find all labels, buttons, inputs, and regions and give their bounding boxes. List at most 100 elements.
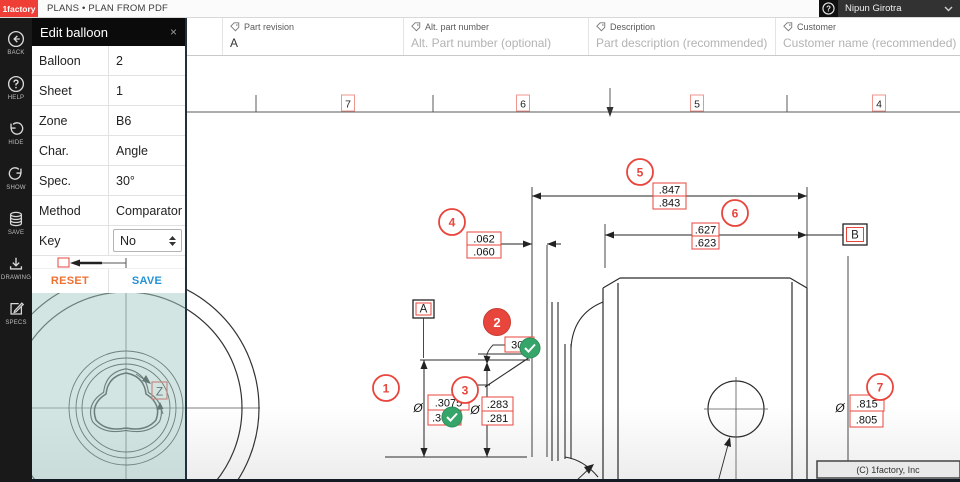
balloon-5 [626,158,654,186]
breadcrumb[interactable]: PLANS • PLAN FROM PDF [47,3,169,14]
key-select[interactable]: No [113,229,182,252]
customer-input[interactable]: Customer name (recommended) [783,36,957,50]
field-row-sheet: Sheet 1 [32,76,185,106]
question-circle-icon: ? [822,2,835,15]
dim-upper: .815 [856,399,877,411]
dim-lower: .623 [695,238,716,250]
chevron-down-icon [944,6,953,11]
field-alt-part-number[interactable]: Alt. part number Alt. Part number (optio… [403,18,588,55]
balloon-6-number[interactable]: 6 [732,207,739,221]
balloon-4-number[interactable]: 4 [449,216,456,230]
user-menu[interactable]: Nipun Girotra [838,0,960,17]
balloon-1-number[interactable]: 1 [383,382,390,396]
dimension-5[interactable]: .847 .843 5 [532,158,808,288]
zone-ruler [187,88,960,113]
zone-label[interactable]: 6 [520,99,526,111]
field-label: Zone [32,106,109,135]
diameter-symbol: Ø [469,403,480,417]
balloon-3 [451,376,479,404]
zone-labels[interactable]: 7 6 5 4 [341,94,886,112]
check-badge-icon [519,337,541,359]
panel-buttons: RESET SAVE [32,268,185,293]
sidebar-item-label: DRAWING [0,275,32,281]
spec-field[interactable]: 30° [116,173,135,188]
balloon-3-number[interactable]: 3 [462,384,469,398]
redo-arrow-icon [8,167,22,180]
zone-label[interactable]: 5 [694,99,700,111]
user-name: Nipun Girotra [845,3,902,14]
field-customer[interactable]: Customer Customer name (recommended) [775,18,959,55]
zone-highlight-overlay [32,293,187,482]
sidebar-item-show[interactable]: SHOW [6,165,26,210]
dim-upper: .627 [695,225,716,237]
sidebar-item-help[interactable]: HELP [7,75,25,120]
field-part-revision[interactable]: Part revision A [222,18,403,55]
svg-text:?: ? [826,4,831,13]
form-spacer [186,18,222,55]
zone-field[interactable]: B6 [116,113,132,128]
balloon-2-number[interactable]: 2 [493,315,500,330]
dimension-4[interactable]: .062 .060 4 [438,208,561,259]
field-label: Char. [32,136,109,165]
tag-icon [596,22,606,32]
plan-header-form: Part revision A Alt. part number Alt. Pa… [186,18,960,56]
description-input[interactable]: Part description (recommended) [596,36,768,50]
dimension-1[interactable]: A Ø .3075 .30 1 [372,299,470,457]
top-bar: 1factory PLANS • PLAN FROM PDF ? Nipun G… [0,0,960,18]
part-revision-value[interactable]: A [230,36,239,50]
field-row-char: Char. Angle [32,136,185,166]
dimension-2[interactable]: 30° 2 [483,308,541,365]
dimension-3[interactable]: Ø .283 .281 3 [451,362,514,457]
ruler-arrow-icon [606,107,614,117]
panel-right-edge [185,18,187,479]
sidebar-item-save[interactable]: SAVE [7,210,25,255]
sidebar: BACK HELP HIDE SHOW SAVE [0,18,32,482]
sidebar-item-specs[interactable]: SPECS [5,300,26,345]
help-button[interactable]: ? [819,0,838,17]
close-icon[interactable]: × [169,25,177,39]
balloon-6 [721,199,749,227]
reset-button[interactable]: RESET [32,269,109,293]
alt-part-number-input[interactable]: Alt. Part number (optional) [411,36,552,50]
balloon-7-number[interactable]: 7 [877,381,884,395]
balloon-7 [866,373,894,401]
field-label: Sheet [32,76,109,105]
back-circle-icon [7,30,25,48]
field-label: Description [610,22,656,32]
sidebar-item-drawing[interactable]: DRAWING [1,255,31,300]
method-field[interactable]: Comparator [116,203,182,218]
field-row-key: Key No [32,226,185,256]
app-logo[interactable]: 1factory [0,0,38,17]
dim-lower: .281 [487,413,508,425]
sheet-field[interactable]: 1 [116,83,123,98]
balloon-5-number[interactable]: 5 [637,166,644,180]
field-label: Alt. part number [425,22,490,32]
sidebar-item-back[interactable]: BACK [7,30,25,75]
field-label: Spec. [32,166,109,195]
dim-upper: .3075 [435,398,463,410]
dim-lower: .805 [856,415,877,427]
dimension-7[interactable]: Ø .815 .805 7 [834,256,894,461]
dimension-6[interactable]: .627 .623 6 B [604,199,868,268]
field-description[interactable]: Description Part description (recommende… [588,18,775,55]
balloon-number-field[interactable]: 2 [116,53,123,68]
sidebar-item-hide[interactable]: HIDE [7,120,25,165]
zone-label[interactable]: 4 [876,99,882,111]
edit-pencil-icon [10,302,25,315]
leader-arrow-icon [724,437,731,447]
sidebar-item-label: HIDE [8,140,24,146]
balloon-1 [372,374,400,402]
dim-lower: .060 [473,247,494,259]
sheet-bottom-edge [32,479,960,482]
datum-a-label: A [420,304,428,316]
characteristic-field[interactable]: Angle [116,143,148,158]
key-select-value: No [120,233,136,248]
dim-lower: .843 [659,198,680,210]
save-button[interactable]: SAVE [131,275,163,287]
diameter-symbol: Ø [834,401,845,415]
dim-upper: .062 [473,234,494,246]
tag-icon [230,22,240,32]
zone-label[interactable]: 7 [345,99,351,111]
field-label: Key [32,226,109,255]
